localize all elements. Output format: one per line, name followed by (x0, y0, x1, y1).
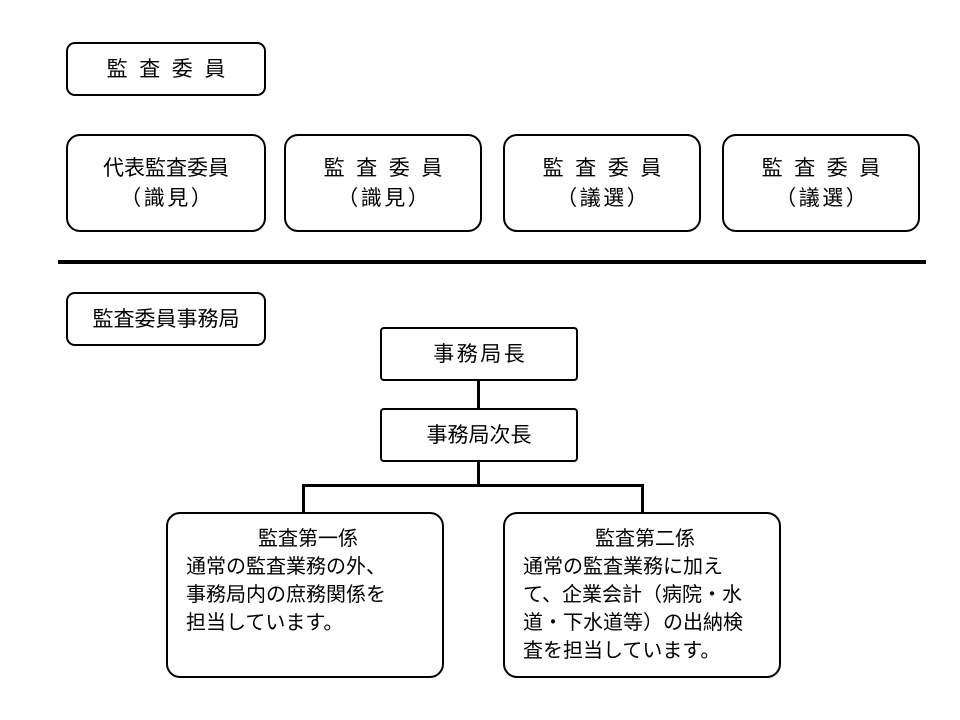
section-title: 監査第二係 (595, 526, 695, 550)
section-description-line: て、企業会計（病院・水 (523, 582, 742, 606)
connector-deputy-branch (477, 462, 480, 486)
section-title: 監査第一係 (258, 526, 358, 550)
member-type: （議選） (775, 186, 870, 210)
member-box-council-2: 監査委員 （議選） (722, 134, 920, 232)
member-box-expert: 監査委員 （識見） (284, 134, 482, 232)
member-type: （識見） (120, 186, 215, 210)
director-label: 事務局長 (433, 341, 528, 366)
deputy-label: 事務局次長 (426, 422, 532, 447)
deputy-box: 事務局次長 (380, 408, 578, 462)
section-description-line: 通常の監査業務の外、 (186, 554, 386, 578)
connector-section-1 (302, 484, 305, 512)
office-title: 監査委員事務局 (92, 306, 240, 331)
connector-section-2 (641, 484, 644, 512)
member-box-representative: 代表監査委員 （識見） (66, 134, 266, 232)
director-box: 事務局長 (380, 327, 578, 381)
member-role: 監査委員 (323, 155, 454, 180)
member-role: 監査委員 (542, 155, 673, 180)
member-type: （識見） (337, 186, 432, 210)
section-description-line: 査を担当しています。 (523, 638, 721, 662)
office-title-box: 監査委員事務局 (66, 292, 266, 346)
member-role: 監査委員 (761, 155, 892, 180)
section-description-line: 道・下水道等）の出納検 (523, 610, 743, 634)
member-type: （議選） (556, 186, 651, 210)
member-role: 代表監査委員 (103, 155, 229, 180)
member-box-council-1: 監査委員 （議選） (503, 134, 701, 232)
connector-director-deputy (477, 381, 480, 408)
section-divider (58, 260, 926, 264)
committee-title: 監査委員 (106, 56, 237, 81)
connector-branch-bar (302, 484, 644, 487)
section-description-line: 事務局内の庶務関係を (186, 582, 386, 606)
committee-title-box: 監査委員 (66, 42, 266, 96)
section-description-line: 担当しています。 (186, 610, 344, 634)
section-description-line: 通常の監査業務に加え (523, 554, 723, 578)
section-box-second: 監査第二係 通常の監査業務に加え て、企業会計（病院・水 道・下水道等）の出納検… (503, 512, 781, 678)
section-box-first: 監査第一係 通常の監査業務の外、 事務局内の庶務関係を 担当しています。 (166, 512, 444, 678)
